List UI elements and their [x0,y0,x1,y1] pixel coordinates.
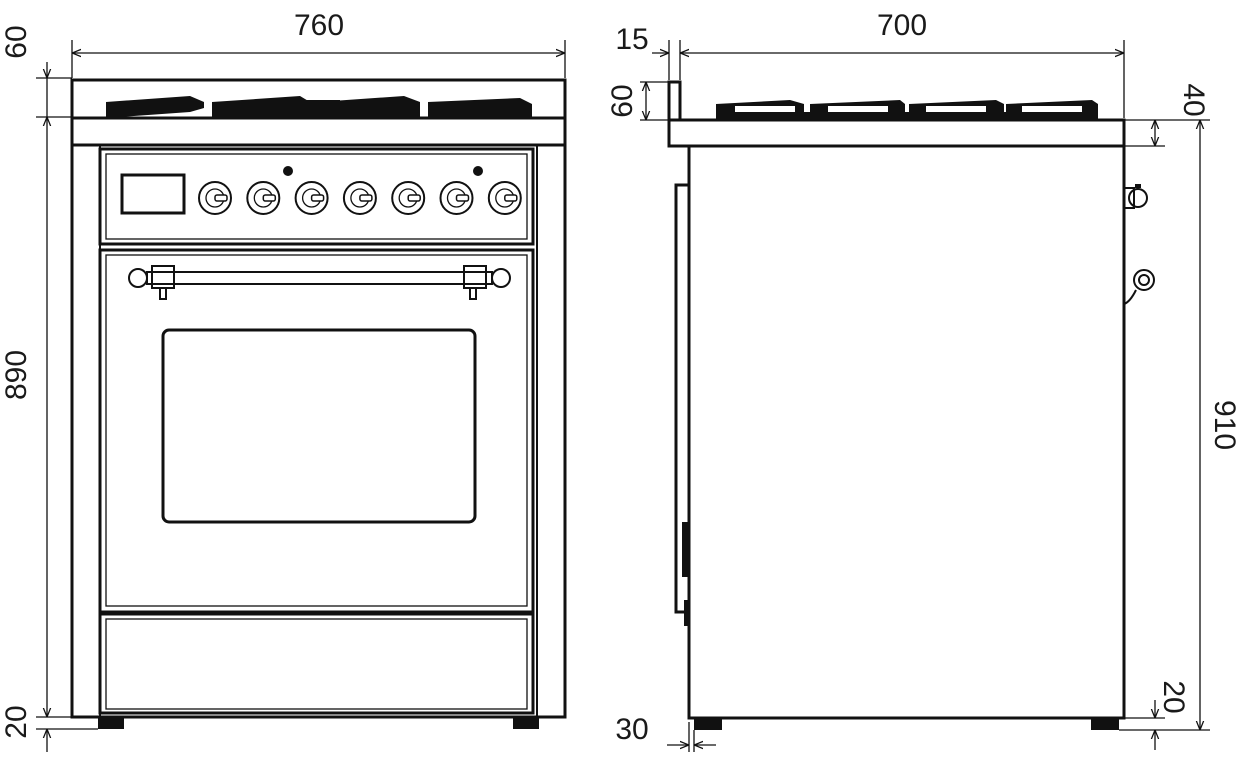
storage-drawer [98,612,535,715]
front-height-label: 890 [0,350,33,400]
oven-window [161,328,477,524]
pan-supports [106,96,532,118]
door-handle [128,265,511,300]
side-feet-offset-label: 30 [615,713,648,746]
side-knob-profile [1123,184,1155,305]
control-knob [246,181,281,215]
side-view [667,80,1155,730]
control-panel-inner [105,153,528,240]
door-hinge [682,522,689,577]
side-foot-rear [1091,718,1119,730]
front-foot-right [513,717,539,729]
control-knob [439,181,474,215]
front-bottom-offset-label: 20 [0,705,33,738]
indicator-light [473,166,483,176]
control-knob [198,181,232,215]
side-foot-front [694,718,722,730]
front-view [70,78,567,729]
oven-door-inner [105,254,528,607]
display-window [120,173,186,215]
oven-door [98,248,535,614]
side-body [687,144,1126,720]
side-total-height-label: 910 [1208,400,1241,450]
front-top-offset-label: 60 [0,25,33,58]
control-panel [98,147,535,246]
front-foot-left [98,717,124,729]
side-depth-label: 700 [877,9,927,42]
side-backguard-label: 60 [606,84,639,117]
control-knob [391,181,426,215]
front-width-label: 760 [294,9,344,42]
side-rear-offset-label: 15 [615,23,648,56]
front-dimensions: 760 60 890 20 [0,9,566,752]
control-knob [342,181,377,215]
indicator-light [283,166,293,176]
side-top-step-label: 40 [1177,83,1210,116]
control-knobs [198,181,522,215]
cooker-body [70,143,567,719]
storage-drawer-inner [105,618,528,710]
control-knob [294,181,329,215]
cooktop-band [70,116,567,147]
side-feet-height-label: 20 [1157,680,1190,713]
side-pan-supports [716,100,1098,120]
door-profile [674,183,689,614]
side-dimensions: 700 15 60 40 910 20 30 [606,9,1241,752]
backguard [667,80,682,145]
control-knob [487,181,522,215]
side-cooktop [667,118,1126,148]
